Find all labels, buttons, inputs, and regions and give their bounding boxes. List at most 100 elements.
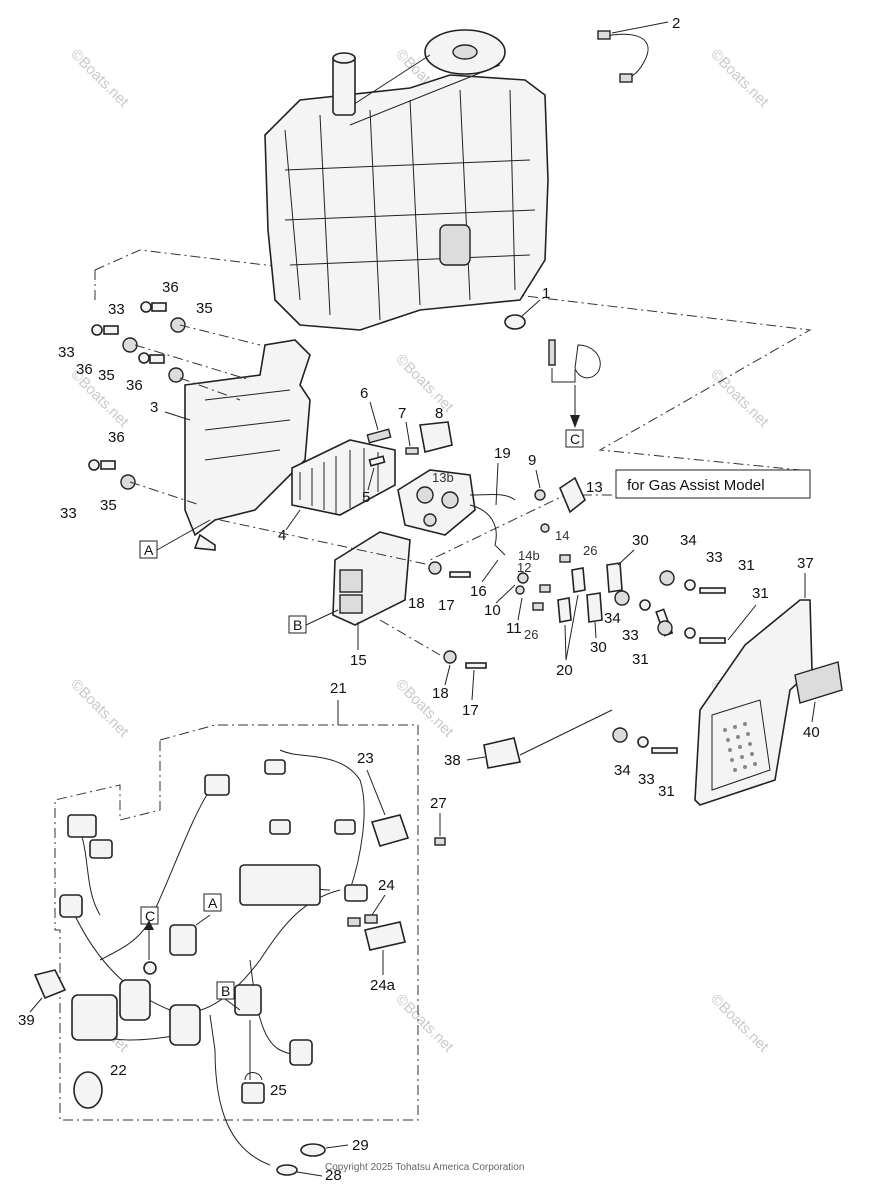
fuses-24: 24 24a xyxy=(347,877,406,994)
callout-20: 20 xyxy=(556,662,573,679)
callout-39: 39 xyxy=(18,1012,35,1029)
callout-4: 4 xyxy=(278,527,286,544)
rectifier-4: 4 xyxy=(278,439,396,544)
callout-36: 36 xyxy=(108,429,125,446)
callout-7: 7 xyxy=(398,405,406,422)
callout-25: 25 xyxy=(270,1082,287,1099)
callout-33: 33 xyxy=(60,505,77,522)
callout-31: 31 xyxy=(632,651,649,668)
callout-33: 33 xyxy=(706,549,723,566)
callout-40: 40 xyxy=(803,724,820,741)
callout-27: 27 xyxy=(430,795,447,812)
assembly-boundary-top xyxy=(94,249,812,561)
clip-25: 25 xyxy=(241,1020,287,1104)
cdi-unit-15: 15 xyxy=(332,531,411,669)
ref-box-b-top: B xyxy=(288,609,339,634)
clamp-29: 29 xyxy=(300,1137,369,1157)
part-39: 39 xyxy=(18,969,67,1029)
callout-11: 11 xyxy=(506,620,522,637)
wire-harness xyxy=(59,749,368,1066)
watermark: ©Boats.net xyxy=(707,991,772,1056)
callout-34: 34 xyxy=(604,610,621,627)
engine-block xyxy=(264,29,549,331)
ref-box-b-harness: B xyxy=(216,981,241,1011)
callout-34: 34 xyxy=(614,762,631,779)
callout-18: 18 xyxy=(432,685,449,702)
callout-24a: 24a xyxy=(370,977,396,994)
callout-17: 17 xyxy=(462,702,479,719)
callout-26: 26 xyxy=(583,543,597,558)
hardware-9-14: 9 14 14b 12 10 11 13 xyxy=(484,452,603,637)
callout-19: 19 xyxy=(494,445,511,462)
callout-5: 5 xyxy=(362,489,370,506)
svg-text:A: A xyxy=(144,542,154,558)
connector-block: 13b 19 16 xyxy=(397,445,516,600)
callout-10: 10 xyxy=(484,602,501,619)
watermark: ©Boats.net xyxy=(707,46,772,111)
callout-35: 35 xyxy=(196,300,213,317)
callout-33: 33 xyxy=(622,627,639,644)
callout-12: 12 xyxy=(517,560,531,575)
harness-boundary xyxy=(54,724,419,1121)
callout-36: 36 xyxy=(162,279,179,296)
cover-plate-37: 37 40 xyxy=(694,555,843,806)
callout-35: 35 xyxy=(100,497,117,514)
callout-33: 33 xyxy=(638,771,655,788)
callout-36: 36 xyxy=(76,361,93,378)
callout-13: 13 xyxy=(586,479,603,496)
copyright: Copyright 2025 Tohatsu America Corporati… xyxy=(325,1162,524,1173)
callout-2: 2 xyxy=(672,15,680,32)
watermark: ©Boats.net xyxy=(707,366,772,431)
callout-31: 31 xyxy=(752,585,769,602)
callout-1: 1 xyxy=(542,285,550,302)
callout-38: 38 xyxy=(444,752,461,769)
callout-6: 6 xyxy=(360,385,368,402)
callout-24: 24 xyxy=(378,877,395,894)
svg-text:B: B xyxy=(221,983,230,999)
ref-box-c-harness: C xyxy=(140,906,159,960)
mounting-bracket-3: 3 xyxy=(150,339,311,551)
svg-text:for Gas Assist Model: for Gas Assist Model xyxy=(627,477,765,494)
callout-21: 21 xyxy=(330,680,347,697)
callout-23: 23 xyxy=(357,750,374,767)
callout-17: 17 xyxy=(438,597,455,614)
gas-assist-label: for Gas Assist Model xyxy=(615,469,811,499)
watermark: ©Boats.net xyxy=(392,991,457,1056)
callout-31: 31 xyxy=(658,783,675,800)
svg-text:C: C xyxy=(145,908,155,924)
callout-36: 36 xyxy=(126,377,143,394)
callout-15: 15 xyxy=(350,652,367,669)
callout-34: 34 xyxy=(680,532,697,549)
callout-33: 33 xyxy=(58,344,75,361)
watermark: ©Boats.net xyxy=(67,46,132,111)
callout-30: 30 xyxy=(590,639,607,656)
parts-6-7-8: 6 7 8 xyxy=(360,385,453,455)
relay-23: 23 27 xyxy=(357,750,447,847)
callout-35: 35 xyxy=(98,367,115,384)
callout-29: 29 xyxy=(352,1137,369,1154)
callout-16: 16 xyxy=(470,583,487,600)
sensor-cable-2: 2 xyxy=(597,15,680,83)
bolt-5: 5 xyxy=(362,455,386,506)
svg-text:B: B xyxy=(293,617,302,633)
watermark: ©Boats.net xyxy=(67,676,132,741)
callout-9: 9 xyxy=(528,452,536,469)
ref-box-a-harness: A xyxy=(195,893,222,926)
clamp-28: 28 xyxy=(209,1014,342,1184)
svg-text:A: A xyxy=(208,895,218,911)
callout-3: 3 xyxy=(150,399,158,416)
bolts-31-33-34: 34 33 31 34 33 31 31 34 33 31 xyxy=(604,532,769,800)
callout-8: 8 xyxy=(435,405,443,422)
callout-14: 14 xyxy=(555,528,569,543)
callout-31: 31 xyxy=(738,557,755,574)
svg-text:C: C xyxy=(570,431,580,447)
ref-box-a-top: A xyxy=(139,519,211,559)
cap-22: 22 xyxy=(73,1062,127,1109)
fittings-30: 30 30 xyxy=(586,532,649,656)
callout-22: 22 xyxy=(110,1062,127,1079)
callout-13b: 13b xyxy=(432,470,454,485)
bolts-17-18: 18 17 18 17 xyxy=(219,519,487,719)
callout-33: 33 xyxy=(108,301,125,318)
callout-26: 26 xyxy=(524,627,538,642)
